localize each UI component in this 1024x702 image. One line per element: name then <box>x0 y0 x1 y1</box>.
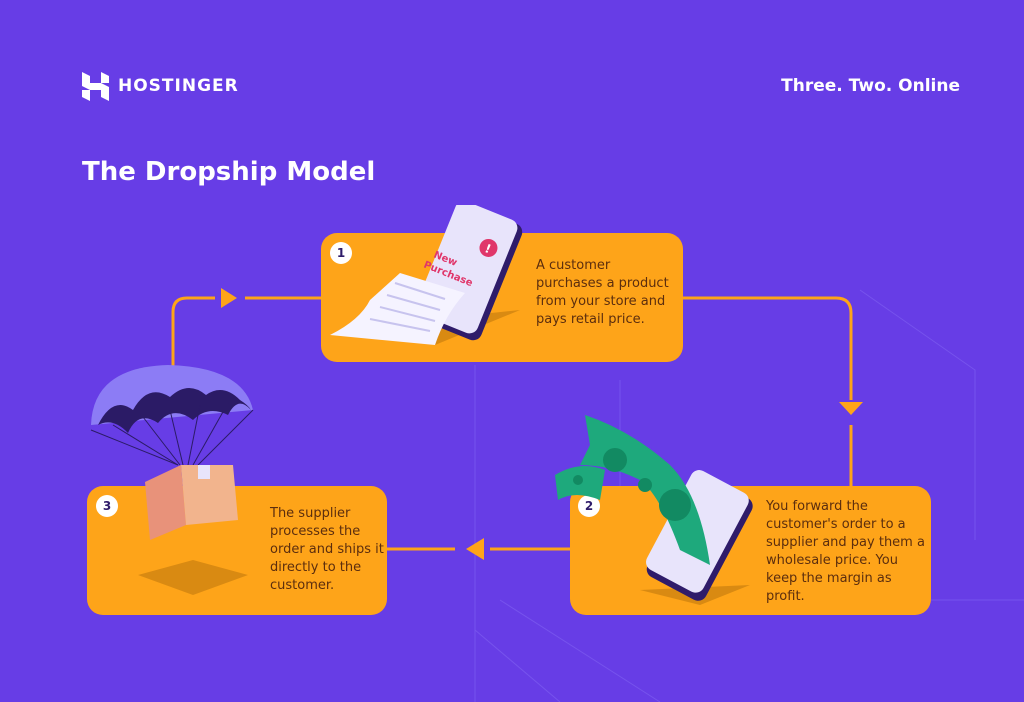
svg-text:!: ! <box>483 241 493 256</box>
arrow-down-icon <box>839 402 863 415</box>
step-description: The supplier processes the order and shi… <box>270 506 384 593</box>
step-description: You forward the customer's order to a su… <box>766 499 925 604</box>
step-3-card: 3 The supplier processes the order and s… <box>87 486 387 615</box>
hostinger-logo-icon <box>82 72 109 101</box>
phone-receipt-illustration: ! New Purchase <box>330 205 523 345</box>
parachute-box-illustration <box>90 365 254 595</box>
step-number: 3 <box>96 495 118 517</box>
step-number: 1 <box>330 242 352 264</box>
step-description: A customer purchases a product from your… <box>536 258 669 327</box>
page-title: The Dropship Model <box>82 157 376 187</box>
brand-name: HOSTINGER <box>118 76 239 96</box>
arrow-right-icon <box>221 288 237 308</box>
decorative-lines <box>474 289 1024 702</box>
arrow-left-icon <box>466 538 484 560</box>
connector-3-to-1 <box>171 296 321 400</box>
connector-1-to-2 <box>683 296 853 486</box>
step-number: 2 <box>578 495 600 517</box>
money-phone-illustration <box>555 415 753 605</box>
tagline: Three. Two. Online <box>781 76 960 96</box>
